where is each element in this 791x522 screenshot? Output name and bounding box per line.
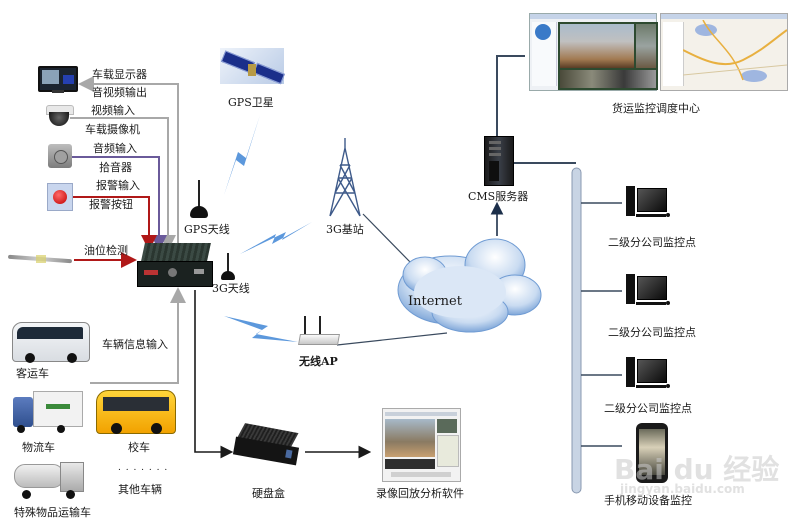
line-vehicle-info xyxy=(90,287,186,384)
network-bus xyxy=(571,167,582,494)
label-wireless-ap: 无线AP xyxy=(299,355,338,368)
baidu-watermark: Bai du 经验 xyxy=(614,453,780,486)
label-branch-1: 二级分公司监控点 xyxy=(608,236,696,249)
dome-camera-icon xyxy=(46,105,74,127)
baidu-watermark-url: jingyan.baidu.com xyxy=(620,482,745,496)
label-mobile-monitor: 手机移动设备监控 xyxy=(604,494,692,507)
line-3g-to-cloud xyxy=(362,213,413,265)
line-ap-to-cloud xyxy=(336,332,448,346)
gps-satellite-icon xyxy=(220,48,285,85)
line-cms-to-dispatch xyxy=(496,55,525,137)
label-gps-satellite: GPS卫星 xyxy=(228,96,274,109)
line-audio-input xyxy=(72,156,167,251)
mobile-dvr-unit-icon xyxy=(137,243,213,288)
3g-tower-icon xyxy=(326,138,364,218)
label-vehicle-tanker: 特殊物品运输车 xyxy=(14,506,91,519)
tanker-truck-icon xyxy=(14,460,84,500)
label-alarm-button: 报警按钮 xyxy=(89,198,133,211)
wireless-ap-icon xyxy=(298,316,340,348)
monitor-icon xyxy=(38,66,78,93)
hdd-box-icon xyxy=(232,423,302,466)
line-av-output xyxy=(78,76,179,243)
branch-pc-icon-1 xyxy=(626,186,670,220)
coach-bus-icon xyxy=(12,322,90,363)
label-av-output: 音视频输出 xyxy=(92,86,147,99)
label-3g-antenna: 3G天线 xyxy=(212,282,250,295)
label-fuel-detection: 油位检测 xyxy=(84,244,128,257)
label-monitor-device: 车载显示器 xyxy=(92,68,147,81)
line-dvr-to-hdd xyxy=(194,290,234,459)
wireless-3g-signal xyxy=(240,222,312,254)
logistics-truck-icon xyxy=(13,391,83,433)
line-video-input xyxy=(70,117,176,251)
label-branch-2: 二级分公司监控点 xyxy=(608,326,696,339)
label-vehicle-coach: 客运车 xyxy=(16,367,49,380)
branch-pc-icon-2 xyxy=(626,274,670,308)
playback-software-screenshot xyxy=(382,408,461,482)
label-playback-software: 录像回放分析软件 xyxy=(376,487,464,500)
label-mic-device: 拾音器 xyxy=(99,161,132,174)
label-video-input: 视频输入 xyxy=(91,104,135,117)
3g-antenna-icon xyxy=(221,253,235,281)
label-hdd-box: 硬盘盒 xyxy=(252,487,285,500)
dispatch-video-screen xyxy=(529,13,658,91)
alarm-button-icon xyxy=(47,183,73,211)
microphone-pickup-icon xyxy=(48,144,72,168)
mobile-phone-icon xyxy=(636,423,668,483)
wireless-gps-signal xyxy=(224,115,260,195)
line-alarm-input xyxy=(68,196,157,251)
label-audio-input: 音频输入 xyxy=(93,142,137,155)
branch-pc-icon-3 xyxy=(626,357,670,391)
label-alarm-input: 报警输入 xyxy=(96,179,140,192)
label-cms-server: CMS服务器 xyxy=(468,190,529,203)
label-internet: Internet xyxy=(408,294,462,309)
gps-antenna-icon xyxy=(190,180,208,220)
label-vehicle-other: 其他车辆 xyxy=(118,483,162,496)
label-vehicle-logistics: 物流车 xyxy=(22,441,55,454)
wireless-ap-signal xyxy=(224,316,298,342)
school-bus-icon xyxy=(96,390,176,434)
label-3g-station: 3G基站 xyxy=(326,223,364,236)
label-gps-antenna: GPS天线 xyxy=(184,223,230,236)
dispatch-map-screen xyxy=(660,13,788,91)
ellipsis-icon: . . . . . . . xyxy=(118,463,169,473)
label-camera-device: 车载摄像机 xyxy=(85,123,140,136)
label-vehicle-info-input: 车辆信息输入 xyxy=(102,338,168,351)
internet-cloud xyxy=(397,238,542,333)
cms-server-icon xyxy=(484,136,514,186)
fuel-sensor-icon xyxy=(7,254,73,264)
label-dispatch-center: 货运监控调度中心 xyxy=(612,102,700,115)
label-branch-3: 二级分公司监控点 xyxy=(604,402,692,415)
label-vehicle-school-bus: 校车 xyxy=(128,441,150,454)
